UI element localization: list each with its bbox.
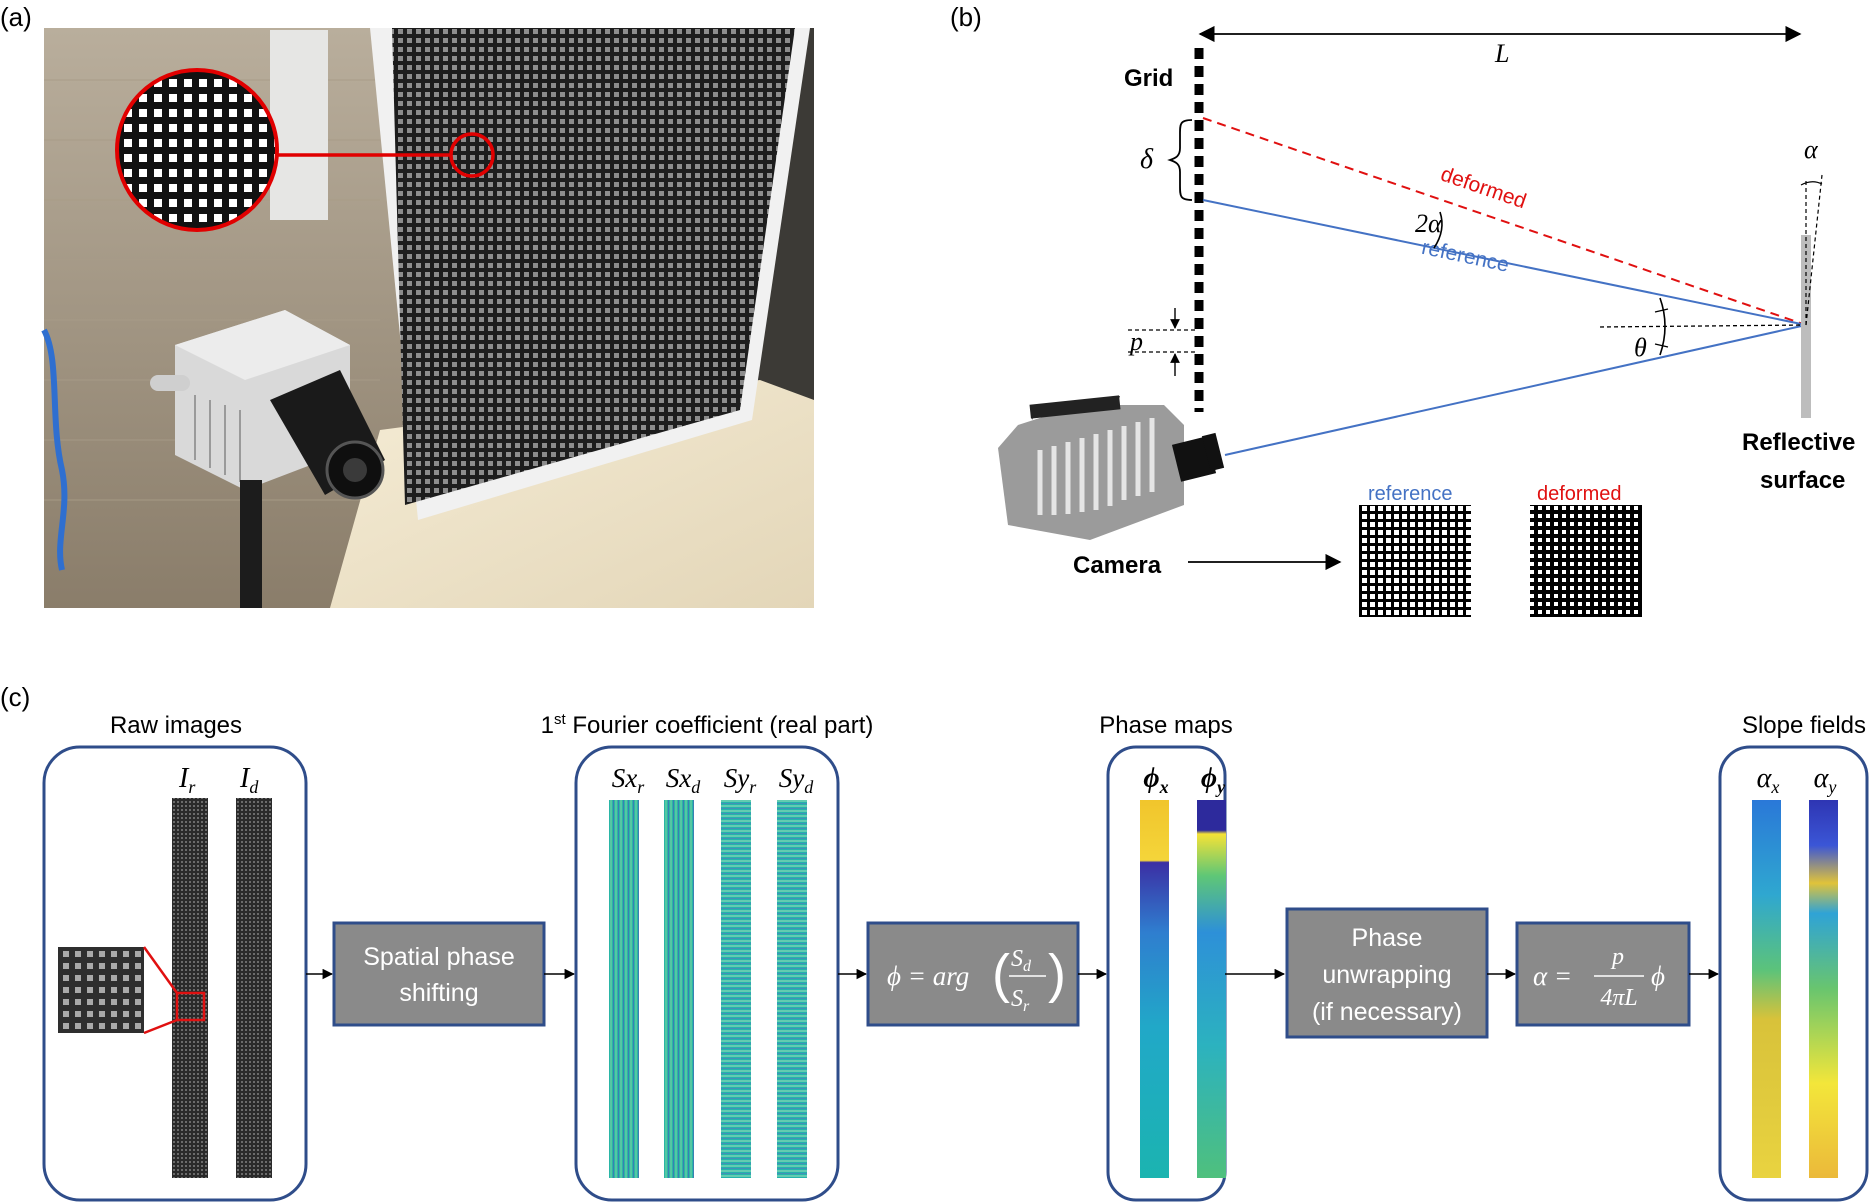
theta-label: θ <box>1634 333 1647 362</box>
two-alpha-label: 2α <box>1415 209 1443 238</box>
slope-strip-y <box>1809 800 1838 1178</box>
grid-label: Grid <box>1124 65 1173 92</box>
raw-Ir-label: Ir <box>178 763 196 797</box>
unwrap-line1: Phase <box>1352 924 1423 952</box>
fourier-strip-sxr <box>609 800 639 1178</box>
thumb-deformed-grid <box>1530 505 1642 617</box>
reference-ray-label: reference <box>1420 236 1512 277</box>
photo-camera <box>150 310 385 608</box>
phi-formula-lhs: ϕ = arg <box>887 961 969 991</box>
unwrap-line2: unwrapping <box>1322 961 1451 989</box>
surface-label-line1: Reflective <box>1742 429 1855 456</box>
fourier-strip-sxd <box>664 800 694 1178</box>
camera-icon <box>998 395 1225 540</box>
photo-setup <box>41 28 814 608</box>
delta-label: δ <box>1140 144 1154 175</box>
phi-formula-num: Sd <box>1011 946 1032 975</box>
alpha-formula-num: p <box>1610 944 1624 970</box>
raw-Id-strip <box>236 798 272 1178</box>
slope-label-1: αy <box>1814 763 1837 797</box>
slope-fields-box <box>1718 745 1869 1202</box>
panel-label-a: (a) <box>0 2 32 32</box>
raw-zoom-patch <box>58 947 144 1033</box>
panel-label-c: (c) <box>0 682 30 712</box>
thumb-reference-label: reference <box>1368 483 1453 505</box>
phi-formula-den: Sr <box>1011 986 1030 1015</box>
distance-label: L <box>1494 39 1509 68</box>
phase-maps-title: Phase maps <box>1099 712 1232 739</box>
fourier-label-1: Sxd <box>666 763 701 797</box>
delta-brace <box>1167 119 1193 201</box>
surface-label-line2: surface <box>1760 467 1845 494</box>
raw-Id-label: Id <box>239 763 259 797</box>
panel-label-b: (b) <box>950 2 982 32</box>
raw-Ir-strip <box>172 798 208 1178</box>
fourier-label-2: Syr <box>724 763 757 797</box>
fourier-label-0: Sxr <box>612 763 645 797</box>
alpha-formula-rhs: ϕ <box>1651 961 1665 991</box>
thumb-deformed-label: deformed <box>1537 483 1622 505</box>
svg-text:p: p <box>1128 327 1143 356</box>
thumb-reference-grid <box>1359 505 1471 617</box>
surface-normal <box>1599 324 1807 328</box>
setup-diagram: L Grid δ p deformed reference 2α θ <box>998 25 1855 617</box>
deformed-ray-label: deformed <box>1438 163 1529 214</box>
reflective-surface <box>1801 235 1811 418</box>
alpha-formula-lhs: α = <box>1533 961 1572 991</box>
phi-formula-paren-right: ) <box>1048 944 1066 1004</box>
slope-fields-title: Slope fields <box>1742 712 1866 739</box>
slope-label-0: αx <box>1757 763 1780 797</box>
phase-formula-box <box>866 921 1080 1027</box>
raw-images-title: Raw images <box>110 712 242 739</box>
theta-arc <box>1659 297 1666 356</box>
unwrap-line3: (if necessary) <box>1312 998 1462 1026</box>
alpha-formula-den: 4πL <box>1600 985 1637 1011</box>
two-alpha-arc <box>1433 211 1443 249</box>
pipeline: Raw images 1st Fourier coefficient (real… <box>42 711 1869 1202</box>
spatial-phase-shifting-box <box>332 921 546 1027</box>
phase-label-1: ϕy <box>1201 763 1226 797</box>
reference-ray <box>1202 199 1807 326</box>
sps-line2: shifting <box>399 979 478 1007</box>
phase-label-0: ϕx <box>1143 763 1168 797</box>
phase-strip-x <box>1140 800 1169 1178</box>
phase-unwrapping-box <box>1285 907 1489 1039</box>
camera-label: Camera <box>1073 552 1162 579</box>
fourier-title: 1st Fourier coefficient (real part) <box>541 711 874 739</box>
fourier-strip-syd <box>777 800 807 1178</box>
sps-line1: Spatial phase <box>363 943 515 971</box>
alpha-label: α <box>1804 135 1819 164</box>
deformed-ray <box>1202 117 1807 326</box>
fourier-strip-syr <box>721 800 751 1178</box>
fourier-labels: Sxr Sxd Syr Syd <box>612 763 814 797</box>
phase-strip-y <box>1197 800 1226 1178</box>
raw-zoom-marker <box>175 991 206 1022</box>
photo-zoom-inset <box>115 68 495 232</box>
slope-formula-box <box>1515 921 1691 1027</box>
camera-ray <box>1224 324 1807 456</box>
phi-formula-paren-left: ( <box>992 944 1010 1004</box>
fourier-label-3: Syd <box>779 763 814 797</box>
slope-strip-x <box>1752 800 1781 1178</box>
pitch-indicator: p <box>1128 308 1196 376</box>
